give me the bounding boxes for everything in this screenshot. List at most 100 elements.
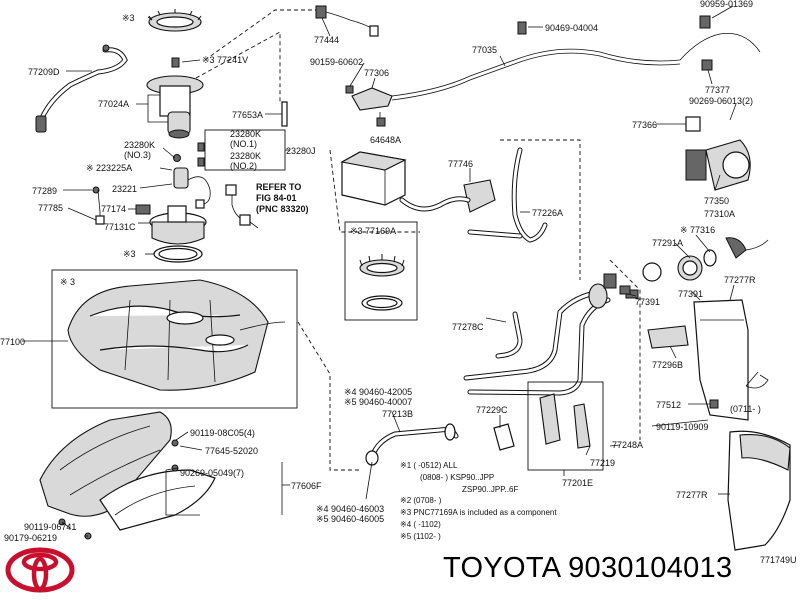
part-labels: ※3 77209D ※3 77241V 77024A 23280K (NO.3)… [0, 0, 797, 565]
label-90460-42005: ※4 90460-42005 [344, 387, 412, 397]
label-s3-tank: ※ 3 [60, 277, 75, 287]
inset-box [344, 221, 418, 321]
label-90119-10909: 90119-10909 [656, 422, 708, 432]
label-90119-08C05: 90119-08C05(4) [190, 428, 255, 438]
77444-connector [315, 5, 327, 19]
leader-lines-middle [469, 168, 530, 213]
note-7: ※5 (1102- ) [400, 532, 441, 541]
part-number: 9030104013 [568, 552, 733, 584]
label-77277R-top: 77277R [724, 275, 756, 285]
label-no1: (NO.1) [230, 139, 257, 149]
label-77306: 77306 [364, 68, 389, 78]
label-23280K-no2: 23280K [230, 151, 261, 161]
label-77377: 77377 [705, 85, 730, 95]
label-77310A: 77310A [704, 209, 735, 219]
label-90460-46005: ※5 90460-46005 [316, 514, 384, 524]
label-77035: 77035 [472, 45, 497, 55]
label-77366: 77366 [632, 120, 657, 130]
filler-group [625, 116, 769, 421]
hose-77213B-group [365, 411, 459, 500]
label-77278C: 77278C [452, 322, 484, 332]
protector-77606F [39, 411, 172, 517]
label-77391b: 77391 [678, 289, 703, 299]
leader-lines-bottom-left [61, 431, 290, 537]
77306-bracket [351, 87, 393, 111]
protector-77277R-top [693, 299, 749, 421]
label-90119-06741: 90119-06741 [24, 522, 76, 532]
label-77746: 77746 [448, 159, 473, 169]
label-90469-04004: 90469-04004 [545, 23, 598, 33]
filler-neck-part [588, 283, 608, 309]
fuel-sender-part [151, 221, 205, 245]
leader-lines-top-left [63, 9, 322, 255]
label-77201E: 77201E [562, 478, 593, 488]
label-77241V: ※3 77241V [202, 55, 248, 65]
label-90269-05049: 90269-05049(7) [180, 468, 244, 478]
label-23280J: 23280J [286, 146, 316, 156]
leader-lines-right [609, 123, 735, 440]
note-5: ※3 PNC77169A is included as a component [400, 508, 557, 517]
label-refer2: FIG 84-01 [256, 193, 297, 203]
label-77350: 77350 [704, 196, 729, 206]
label-77653A: 77653A [232, 110, 263, 120]
label-s3-top: ※3 [122, 13, 135, 23]
label-90959-01369: 90959-01369 [700, 0, 753, 9]
label-77645-52020: 77645-52020 [205, 446, 258, 456]
protector-77277R-bottom-group [718, 430, 791, 551]
label-77277R-bottom: 77277R [676, 490, 708, 500]
note-3: ZSP90..JPP..6F [462, 485, 518, 494]
canister-group [329, 139, 581, 280]
note-1: ※1 ( -0512) ALL [400, 461, 458, 470]
label-90269-06013: 90269-06013(2) [689, 96, 753, 106]
label-77100: 77100 [0, 337, 25, 347]
evap-lines-group [315, 5, 761, 127]
label-77219: 77219 [590, 458, 615, 468]
filler-pipe-box [527, 381, 604, 471]
label-77391a: 77391 [635, 297, 660, 307]
77366-clip [685, 116, 701, 132]
label-77785: 77785 [38, 203, 63, 213]
label-77213B: 77213B [382, 409, 413, 419]
label-77291A: 77291A [652, 238, 683, 248]
label-77296B: 77296B [652, 360, 683, 370]
note-6: ※4 ( -1102) [400, 520, 441, 529]
filler-pipe-group [297, 273, 631, 476]
brand-part-title: TOYOTA 9030104013 [443, 552, 732, 585]
label-90159-60602: 90159-60602 [310, 57, 363, 67]
label-64648A: 64648A [370, 135, 401, 145]
charcoal-canister-part [340, 151, 407, 171]
label-77248A: 77248A [612, 440, 643, 450]
label-0711: (0711- ) [730, 404, 761, 414]
tank-box [51, 269, 298, 409]
inset-77169A [344, 221, 418, 321]
fuel-pump-group [35, 9, 288, 263]
label-no2: (NO.2) [230, 161, 257, 171]
label-refer1: REFER TO [256, 182, 301, 192]
label-77174: 77174 [101, 204, 126, 214]
label-90460-46003: ※4 90460-46003 [316, 504, 384, 514]
label-no3: (NO.3) [124, 150, 151, 160]
leader-lines-top-middle [321, 5, 737, 121]
77746-valve [463, 179, 496, 213]
label-77131C: 77131C [104, 222, 136, 232]
label-90179-06219: 90179-06219 [4, 533, 57, 543]
label-77169A: ※3 77169A [350, 226, 396, 236]
label-refer3: (PNC 83320) [256, 204, 309, 214]
label-23280K-no1: 23280K [230, 129, 261, 139]
label-23280K-no3: 23280K [124, 140, 155, 150]
label-77512: 77512 [656, 400, 681, 410]
label-77209D: 77209D [28, 67, 60, 77]
label-77316: ※ 77316 [680, 225, 715, 235]
tank-protector-group [39, 411, 216, 540]
footnotes: ※1 ( -0512) ALL (0808- ) KSP90..JPP ZSP9… [400, 461, 557, 541]
label-77229C: 77229C [476, 405, 508, 415]
label-catalog-ref: 771749U [760, 555, 797, 565]
label-77289: 77289 [32, 186, 57, 196]
label-77444: 77444 [314, 35, 339, 45]
brand-name: TOYOTA [443, 552, 560, 584]
label-90460-40007: ※5 90460-40007 [344, 397, 412, 407]
note-2: (0808- ) KSP90..JPP [420, 473, 494, 482]
label-223225A: ※ 223225A [86, 163, 132, 173]
note-4: ※2 (0708- ) [400, 496, 442, 505]
fuel-tank-group [22, 269, 298, 409]
